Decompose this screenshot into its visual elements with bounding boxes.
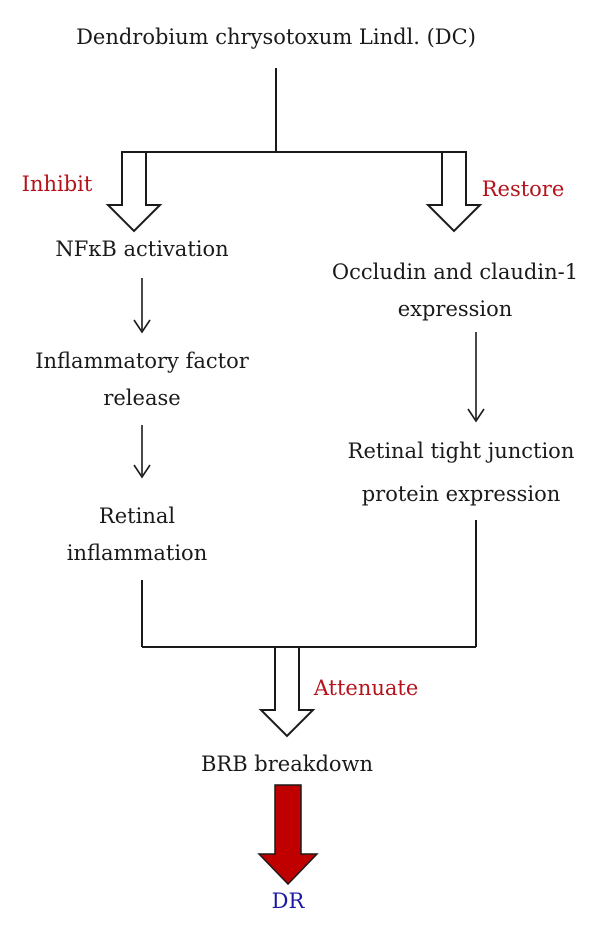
label-inhibit: Inhibit [21, 172, 93, 196]
attenuate-hollow-arrow [258, 646, 316, 738]
node-tight-junction-line2: protein expression [361, 482, 561, 506]
node-tight-junction-line1: Retinal tight junction [347, 439, 575, 463]
dr-red-arrow [257, 784, 319, 886]
node-retinal-inflammation-line1: Retinal [98, 504, 176, 528]
node-occludin-line1: Occludin and claudin-1 [331, 260, 579, 284]
arrowhead-factor-to-inflammation [133, 464, 151, 479]
node-brb-breakdown: BRB breakdown [200, 752, 374, 776]
label-attenuate: Attenuate [313, 676, 419, 700]
node-inflammatory-factor-line1: Inflammatory factor [35, 349, 249, 373]
restore-hollow-arrow [425, 151, 483, 233]
inhibit-hollow-arrow [105, 151, 163, 233]
node-dc: Dendrobium chrysotoxum Lindl. (DC) [76, 25, 476, 49]
node-retinal-inflammation-line2: inflammation [66, 541, 208, 565]
node-dr: DR [271, 889, 305, 913]
node-nfkb-activation: NFκB activation [55, 237, 229, 261]
label-restore: Restore [481, 177, 565, 201]
arrowhead-occludin-to-tight-junction [467, 408, 485, 423]
arrowhead-nfkb-to-factor [133, 319, 151, 334]
node-occludin-line2: expression [397, 297, 513, 321]
node-inflammatory-factor-line2: release [103, 386, 181, 410]
